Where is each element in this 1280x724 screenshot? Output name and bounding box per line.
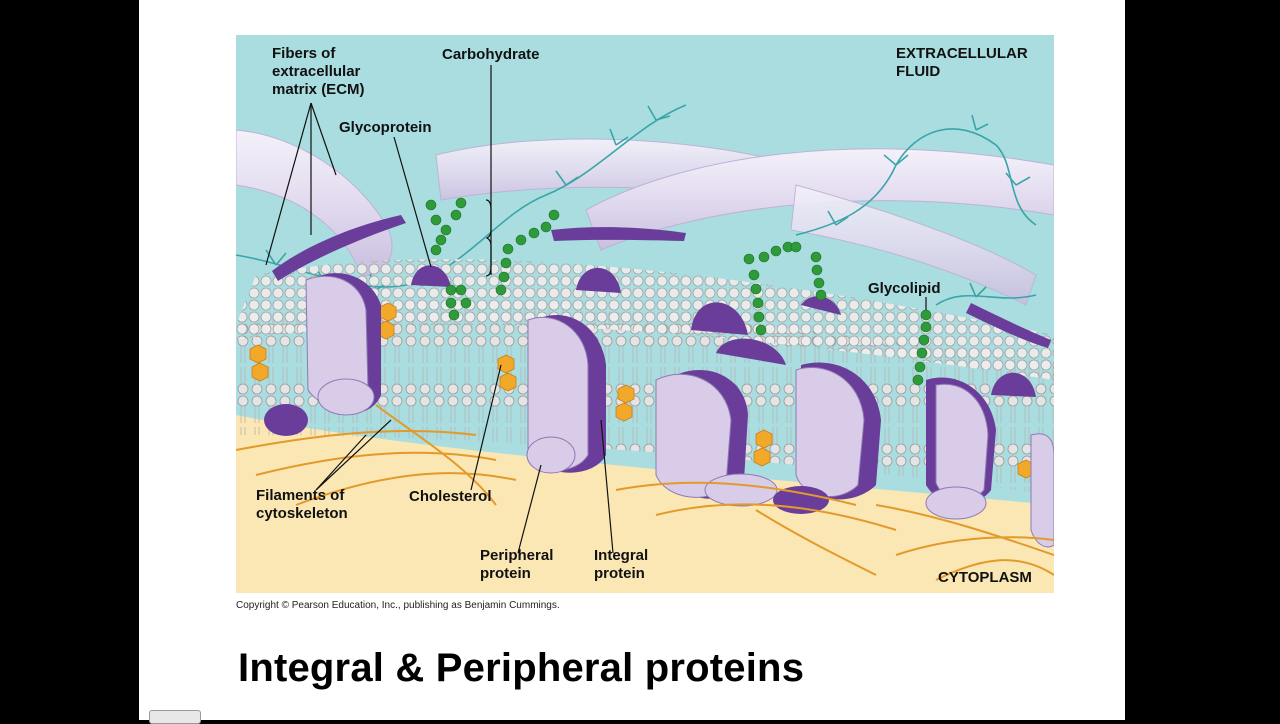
label-fibers-ecm: Fibers of extracellular matrix (ECM) — [272, 45, 365, 98]
label-integral-protein: Integral protein — [594, 547, 649, 582]
label-glycoprotein: Glycoprotein — [339, 119, 432, 136]
leader-lines — [265, 65, 927, 554]
integral-proteins — [305, 273, 1054, 548]
ecm-carbohydrate-branches — [236, 104, 1037, 306]
label-cholesterol: Cholesterol — [409, 488, 492, 505]
label-cytoplasm: CYTOPLASM — [938, 569, 1032, 586]
cholesterol-molecules — [249, 302, 1035, 479]
label-peripheral-protein: Peripheral protein — [480, 547, 554, 582]
cytoskeleton-filaments — [236, 404, 1054, 581]
label-filaments-cytoskeleton: Filaments of cytoskeleton — [256, 487, 348, 522]
slide-nav-control[interactable] — [149, 710, 201, 724]
membrane-diagram: Fibers of extracellular matrix (ECM) Car… — [236, 35, 1054, 593]
carbohydrate-chains — [425, 197, 932, 386]
slide-title: Integral & Peripheral proteins — [238, 646, 805, 690]
cytoplasm-region — [236, 415, 1054, 593]
copyright-notice: Copyright © Pearson Education, Inc., pub… — [236, 600, 560, 611]
label-carbohydrate: Carbohydrate — [442, 46, 540, 63]
ecm-fibers — [236, 129, 1054, 306]
label-extracellular-fluid: EXTRACELLULAR FLUID — [896, 45, 1028, 80]
label-glycolipid: Glycolipid — [868, 280, 941, 297]
peripheral-proteins — [264, 215, 1051, 520]
